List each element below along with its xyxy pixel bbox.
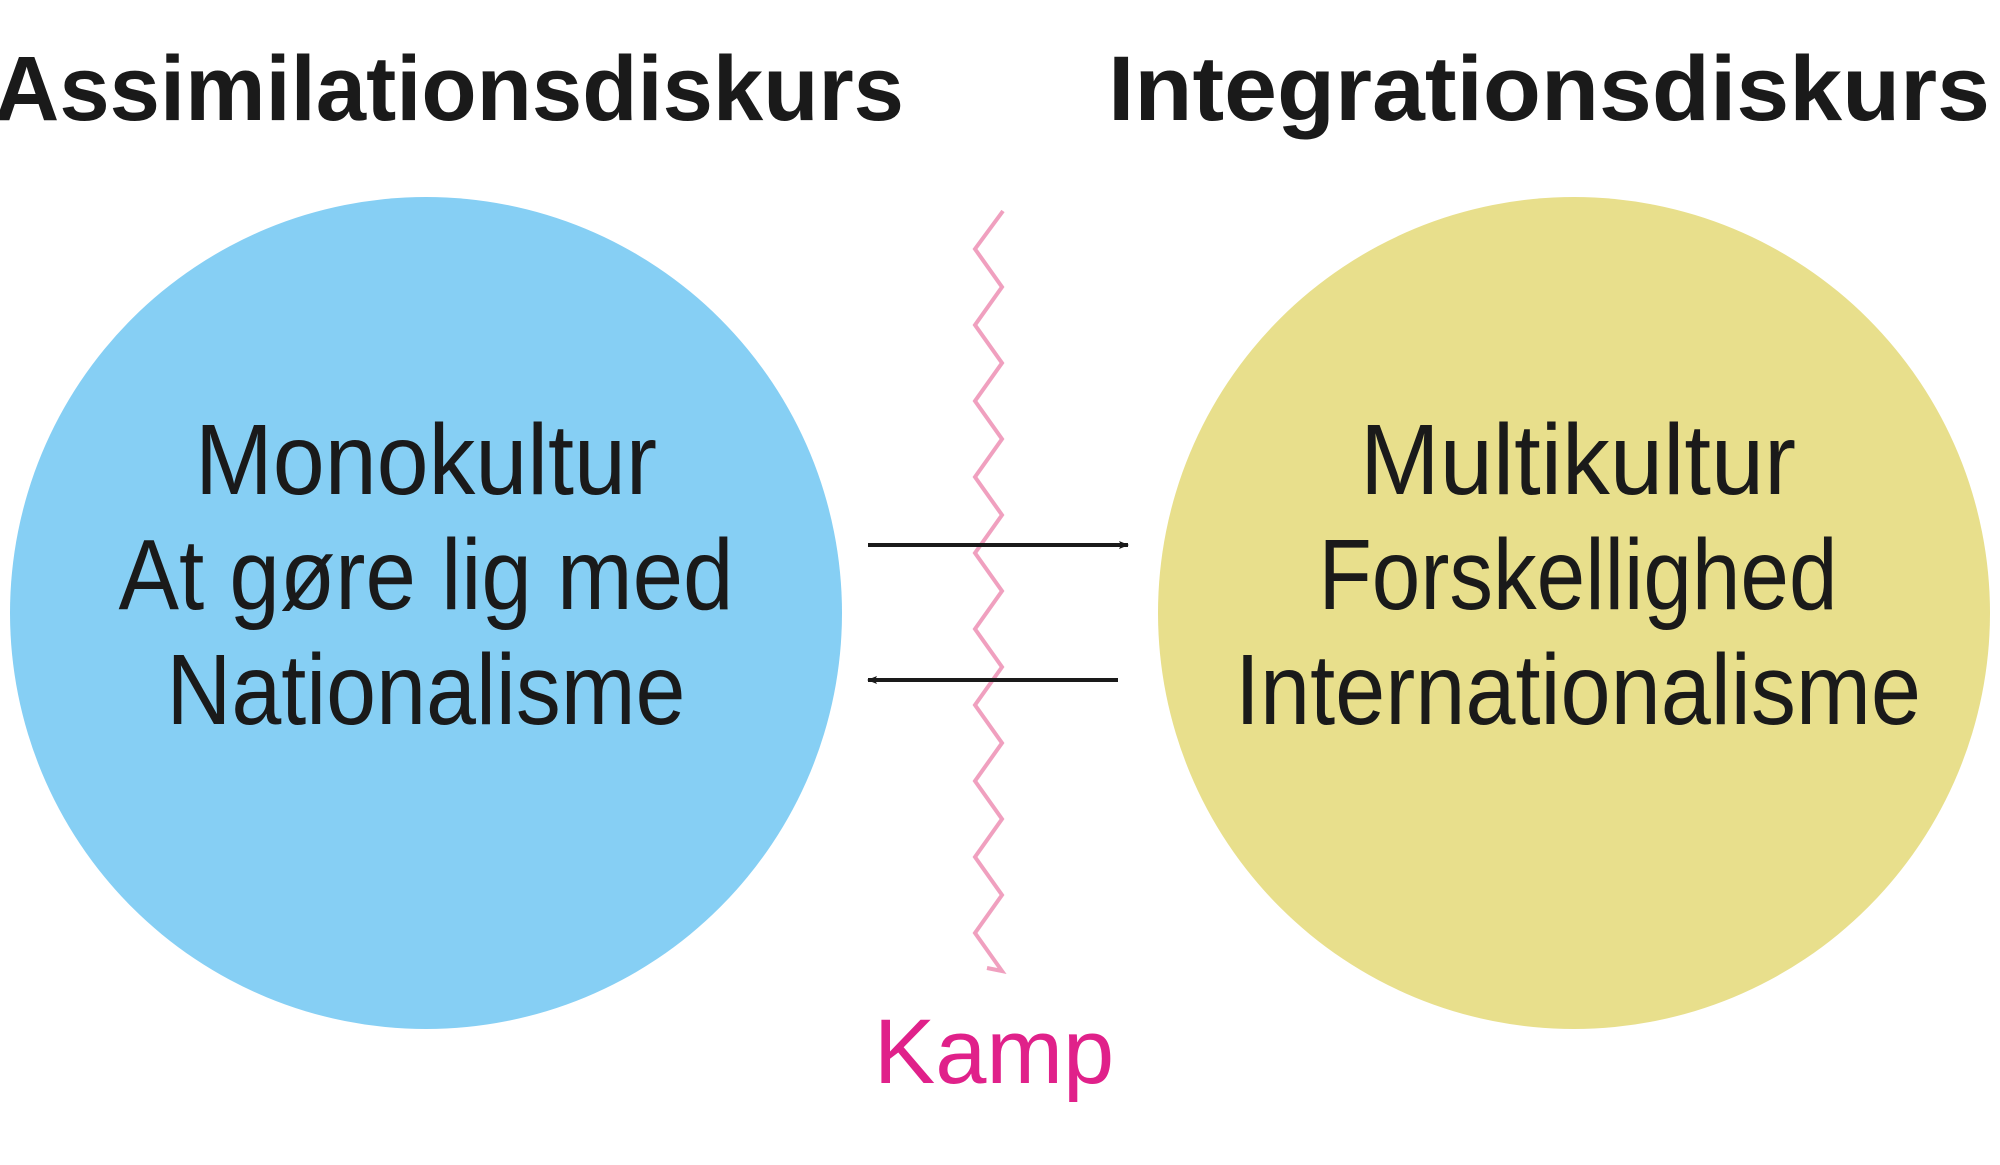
left-line-3: Nationalisme (167, 634, 686, 746)
conflict-label: Kamp (874, 1001, 1114, 1103)
right-line-2: Forskellighed (1319, 519, 1838, 631)
left-title: Assimilationsdiskurs (0, 38, 904, 140)
right-title: Integrationsdiskurs (1108, 38, 1990, 140)
left-line-2: At gøre lig med (119, 519, 734, 631)
left-line-1: Monokultur (195, 404, 657, 516)
right-circle (1158, 197, 1990, 1029)
conflict-zigzag-line (972, 209, 1007, 974)
right-line-1: Multikultur (1360, 404, 1796, 516)
left-circle (10, 197, 842, 1029)
right-line-3: Internationalisme (1235, 634, 1921, 746)
